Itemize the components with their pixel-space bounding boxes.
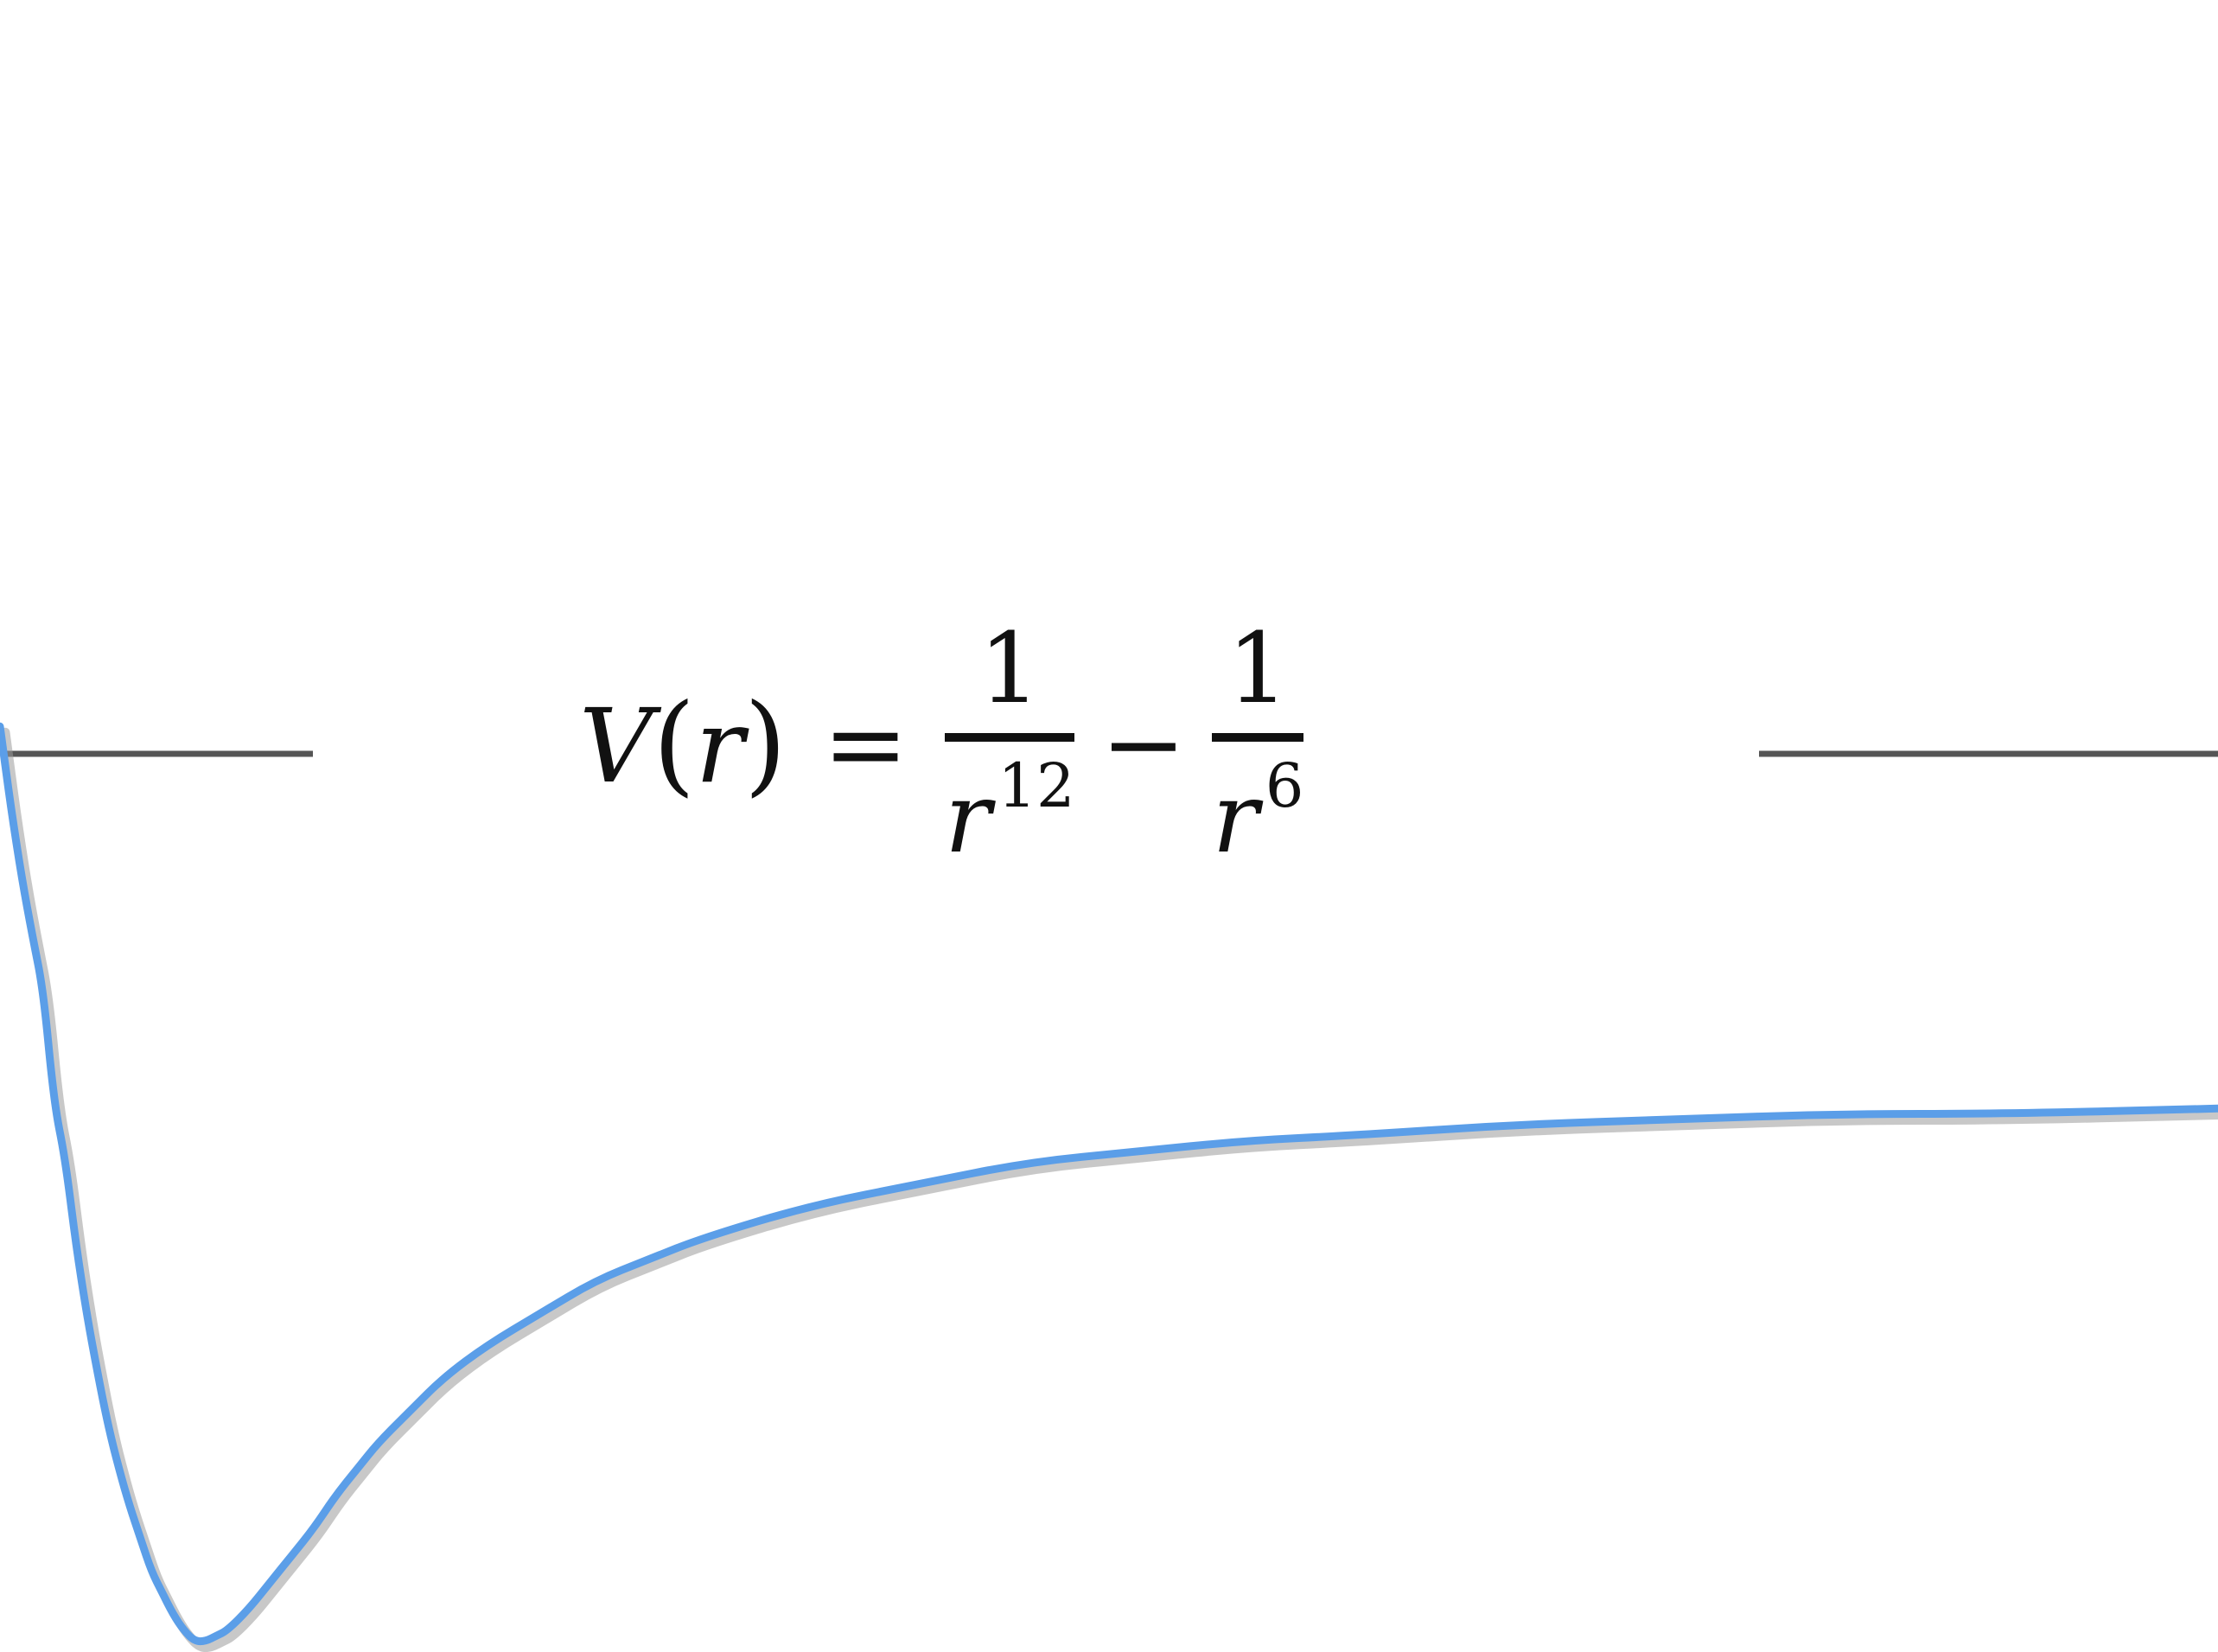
formula-lhs: V(r): [579, 679, 787, 807]
potential-curve: [0, 722, 2218, 1646]
term1-numerator: 1: [978, 612, 1041, 725]
term1-exponent: 12: [997, 749, 1075, 821]
term1-fraction-bar: [944, 732, 1075, 742]
formula-minus: −: [1100, 684, 1187, 803]
potential-curve-shadow: [0, 727, 2218, 1652]
formula-equals: =: [822, 684, 908, 803]
term2-fraction-bar: [1212, 732, 1304, 742]
term2-exponent: 6: [1265, 749, 1304, 821]
term2-numerator: 1: [1227, 612, 1290, 725]
